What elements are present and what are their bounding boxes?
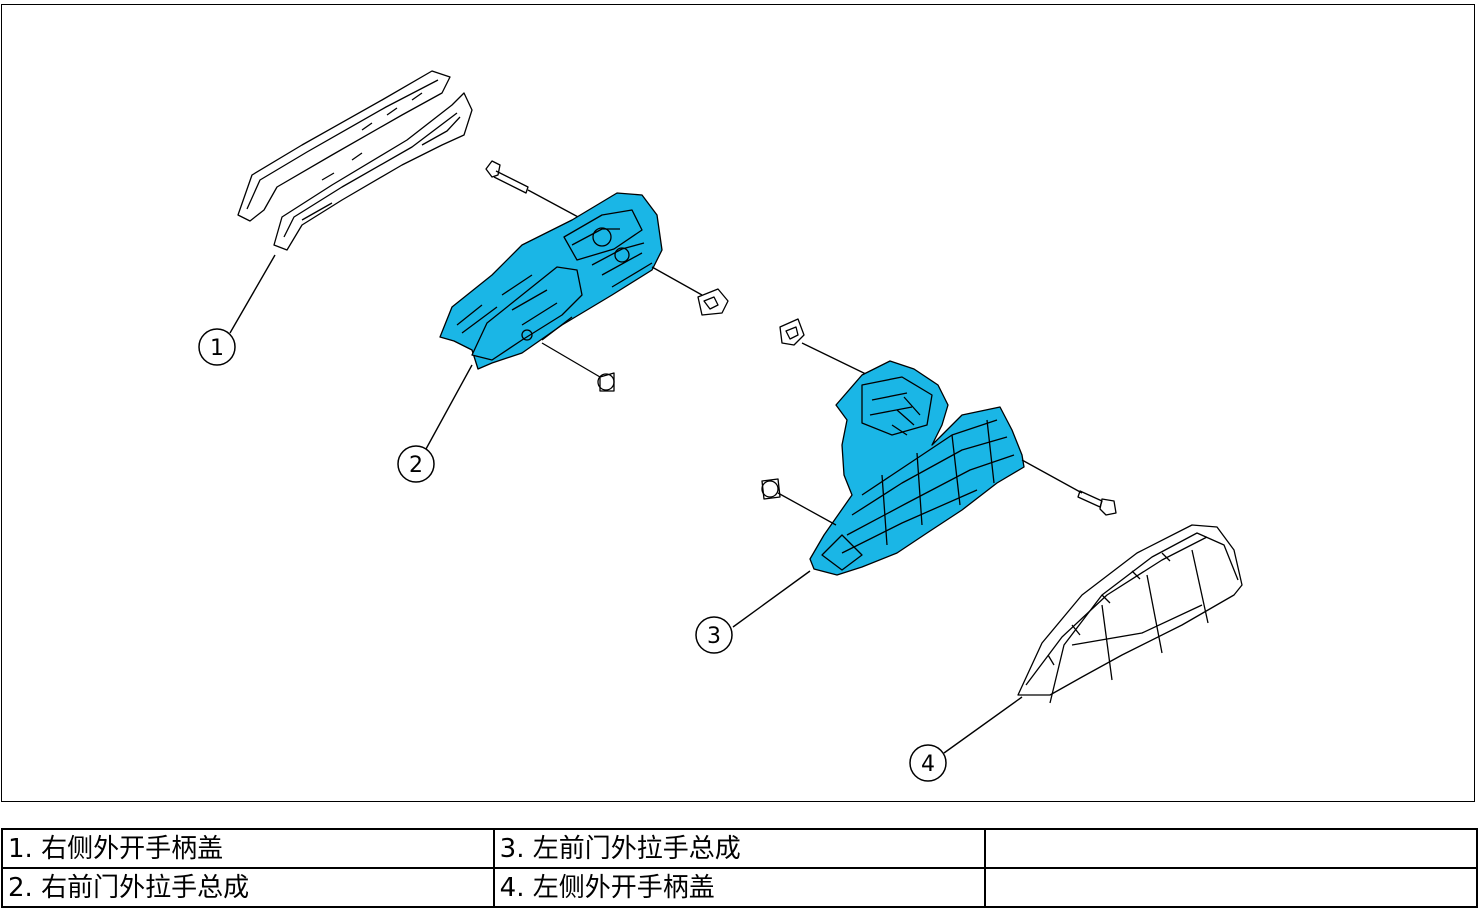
leader-lines — [229, 254, 1023, 754]
bolt-lower — [1077, 490, 1117, 516]
callout-number: 4 — [921, 752, 935, 777]
legend-cell: 4. 左侧外开手柄盖 — [492, 867, 987, 908]
clip-lower — [779, 318, 873, 378]
part-3-left-handle-assembly — [809, 360, 1083, 576]
legend-cell: 2. 右前门外拉手总成 — [1, 867, 495, 908]
legend-cell — [984, 828, 1478, 869]
part-4-left-handle-cover — [1017, 524, 1243, 704]
callout-number: 3 — [707, 624, 721, 649]
part-2-right-handle-assembly — [439, 192, 703, 370]
legend-row: 1. 右侧外开手柄盖 3. 左前门外拉手总成 — [1, 828, 1478, 869]
clip-upper — [697, 288, 729, 316]
part-1-right-handle-cover — [237, 70, 473, 251]
legend-cell: 1. 右侧外开手柄盖 — [1, 828, 495, 869]
legend-row: 2. 右前门外拉手总成 4. 左侧外开手柄盖 — [1, 867, 1478, 908]
exploded-diagram: 1 2 3 4 — [1, 4, 1475, 802]
callout-3: 3 — [695, 616, 733, 654]
legend-cell: 3. 左前门外拉手总成 — [492, 828, 987, 869]
callout-2: 2 — [397, 445, 435, 483]
screw-lower-left — [541, 342, 615, 392]
callout-number: 1 — [210, 336, 224, 361]
legend-cell — [984, 867, 1478, 908]
callout-1: 1 — [198, 328, 236, 366]
screw-part-3 — [761, 478, 837, 526]
parts-legend-table: 1. 右侧外开手柄盖 3. 左前门外拉手总成 2. 右前门外拉手总成 4. 左侧… — [1, 828, 1478, 908]
callout-number: 2 — [409, 453, 423, 478]
diagram-canvas: 1 2 3 4 — [198, 70, 1243, 782]
bolt-upper — [485, 160, 581, 219]
callout-4: 4 — [909, 744, 947, 782]
